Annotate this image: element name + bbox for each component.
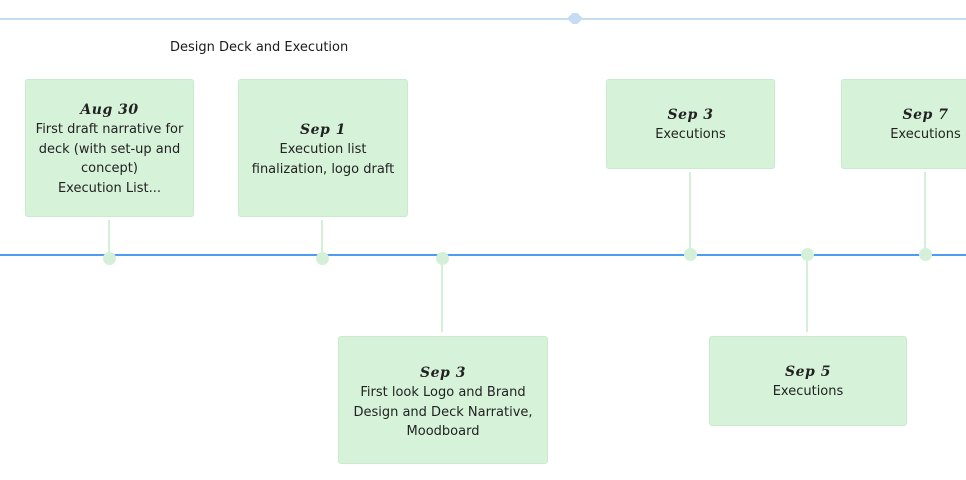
event-card[interactable]: Sep 3 Executions xyxy=(606,79,775,169)
event-card[interactable]: Sep 5 Executions xyxy=(709,336,907,426)
connector-stem xyxy=(924,172,926,254)
event-description: First look Logo and Brand Design and Dec… xyxy=(353,385,533,439)
event-date: Aug 30 xyxy=(80,102,139,118)
event-card[interactable]: Aug 30 First draft narrative for deck (w… xyxy=(25,79,194,217)
connector-stem xyxy=(108,220,110,258)
event-card[interactable]: Sep 1 Execution list finalization, logo … xyxy=(238,79,408,217)
event-description: Executions xyxy=(772,384,844,399)
top-swimlane-line xyxy=(0,18,966,20)
timeline-axis xyxy=(0,254,966,256)
connector-stem xyxy=(321,220,323,258)
timeline-dot xyxy=(684,248,697,261)
event-description: Executions xyxy=(890,127,961,142)
connector-stem xyxy=(441,258,443,332)
event-date: Sep 3 xyxy=(667,107,714,123)
event-date: Sep 1 xyxy=(300,122,346,138)
event-card[interactable]: Sep 3 First look Logo and Brand Design a… xyxy=(338,336,548,464)
timeline-dot xyxy=(316,252,329,265)
timeline-dot xyxy=(919,248,932,261)
timeline-dot xyxy=(103,252,116,265)
event-description: First draft narrative for deck (with set… xyxy=(35,122,184,196)
event-date: Sep 7 xyxy=(902,107,949,123)
event-description: Execution list finalization, logo draft xyxy=(251,142,395,177)
event-date: Sep 5 xyxy=(785,364,831,380)
connector-stem xyxy=(806,254,808,332)
event-date: Sep 3 xyxy=(420,365,466,381)
swimlane-diamond-handle[interactable] xyxy=(567,13,583,24)
connector-stem xyxy=(689,172,691,254)
event-card[interactable]: Sep 7 Executions xyxy=(841,79,966,169)
event-description: Executions xyxy=(655,127,726,142)
section-title: Design Deck and Execution xyxy=(170,40,349,55)
